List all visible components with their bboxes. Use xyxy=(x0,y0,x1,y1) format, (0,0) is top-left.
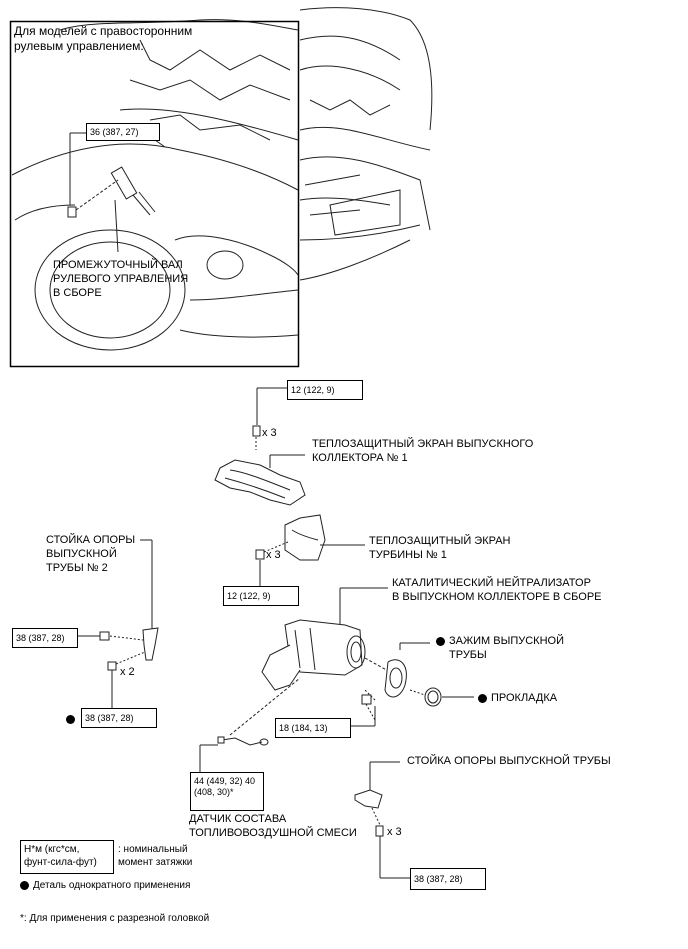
exhaust-bracket-2-label: СТОЙКА ОПОРЫ ВЫПУСКНОЙ ТРУБЫ № 2 xyxy=(46,533,135,575)
gasket-text: ПРОКЛАДКА xyxy=(491,692,558,704)
turbo-heat-shield-line2: ТУРБИНЫ № 1 xyxy=(369,549,447,561)
legend-desc-line2: момент затяжки xyxy=(118,857,193,868)
catalytic-converter-line1: КАТАЛИТИЧЕСКИЙ НЕЙТРАЛИЗАТОР xyxy=(392,577,591,589)
inset-frame xyxy=(9,20,300,368)
exhaust-clamp-line2: ТРУБЫ xyxy=(449,649,487,661)
torque-box-12-top: 12 (122, 9) xyxy=(287,380,363,400)
af-sensor-line1: ДАТЧИК СОСТАВА xyxy=(189,813,287,825)
inset-title-line1: Для моделей с правосторонним xyxy=(14,24,193,38)
qty-x2: x 2 xyxy=(120,666,135,678)
manifold-heat-shield-line1: ТЕПЛОЗАЩИТНЫЙ ЭКРАН ВЫПУСКНОГО xyxy=(312,438,534,450)
steering-shaft-label-line1: ПРОМЕЖУТОЧНЫЙ ВАЛ xyxy=(53,259,183,271)
exhaust-clamp-label: ЗАЖИМ ВЫПУСКНОЙ ТРУБЫ xyxy=(436,634,564,662)
single-use-dot-icon xyxy=(20,880,29,890)
inset-title-line2: рулевым управлением: xyxy=(14,39,144,53)
qty-x3-mid: x 3 xyxy=(266,549,281,561)
turbo-heat-shield-label: ТЕПЛОЗАЩИТНЫЙ ЭКРАН ТУРБИНЫ № 1 xyxy=(369,534,511,562)
legend-unit-line1: Н*м (кгс*см, xyxy=(24,844,80,855)
steering-shaft-label-line3: В СБОРЕ xyxy=(53,287,102,299)
torque-box-18: 18 (184, 13) xyxy=(275,718,351,738)
single-use-marker-left xyxy=(66,711,79,729)
torque-box-38-left: 38 (387, 28) xyxy=(12,628,78,648)
single-use-dot-icon xyxy=(436,636,445,646)
gasket-label: ПРОКЛАДКА xyxy=(478,691,557,705)
af-sensor-label: ДАТЧИК СОСТАВА ТОПЛИВОВОЗДУШНОЙ СМЕСИ xyxy=(189,812,357,840)
torque-box-38-bottom: 38 (387, 28) xyxy=(410,868,486,890)
legend-unit-line2: фунт-сила-фут) xyxy=(24,857,97,868)
legend-unit-desc: : номинальный момент затяжки xyxy=(118,843,192,869)
exhaust-bracket-2-line2: ВЫПУСКНОЙ xyxy=(46,548,117,560)
torque-box-44: 44 (449, 32) 40 (408, 30)* xyxy=(190,772,264,811)
inset-title: Для моделей с правосторонним рулевым упр… xyxy=(14,24,192,54)
legend-unit-box: Н*м (кгс*см, фунт-сила-фут) xyxy=(20,840,114,874)
exhaust-bracket-2-line3: ТРУБЫ № 2 xyxy=(46,562,108,574)
legend-single-use: Деталь однократного применения xyxy=(20,879,190,893)
qty-x3-bottom: x 3 xyxy=(387,826,402,838)
single-use-dot-icon xyxy=(478,693,487,703)
torque-44-line1: 44 (449, 32) 40 xyxy=(194,776,256,786)
qty-x3-top: x 3 xyxy=(262,427,277,439)
af-sensor-line2: ТОПЛИВОВОЗДУШНОЙ СМЕСИ xyxy=(189,827,357,839)
single-use-dot-icon xyxy=(66,715,75,725)
exhaust-bracket-2-line1: СТОЙКА ОПОРЫ xyxy=(46,534,136,546)
catalytic-converter-line2: В ВЫПУСКНОМ КОЛЛЕКТОРЕ В СБОРЕ xyxy=(392,591,602,603)
legend-single-use-text: Деталь однократного применения xyxy=(33,880,191,891)
steering-shaft-label: ПРОМЕЖУТОЧНЫЙ ВАЛ РУЛЕВОГО УПРАВЛЕНИЯ В … xyxy=(53,258,188,300)
steering-shaft-label-line2: РУЛЕВОГО УПРАВЛЕНИЯ xyxy=(53,273,189,285)
legend-desc-line1: : номинальный xyxy=(118,844,188,855)
torque-box-steering: 36 (387, 27) xyxy=(86,123,160,141)
turbo-heat-shield-line1: ТЕПЛОЗАЩИТНЫЙ ЭКРАН xyxy=(369,535,511,547)
footnote: *: Для применения с разрезной головкой xyxy=(20,913,210,924)
torque-44-line2: (408, 30)* xyxy=(194,787,234,797)
exhaust-clamp-line1: ЗАЖИМ ВЫПУСКНОЙ xyxy=(449,635,564,647)
torque-box-12-mid: 12 (122, 9) xyxy=(223,586,299,606)
exhaust-bracket-label: СТОЙКА ОПОРЫ ВЫПУСКНОЙ ТРУБЫ xyxy=(407,755,611,767)
torque-box-38-left-bottom: 38 (387, 28) xyxy=(81,708,157,728)
manifold-heat-shield-line2: КОЛЛЕКТОРА № 1 xyxy=(312,452,408,464)
manifold-heat-shield-label: ТЕПЛОЗАЩИТНЫЙ ЭКРАН ВЫПУСКНОГО КОЛЛЕКТОР… xyxy=(312,437,533,465)
catalytic-converter-label: КАТАЛИТИЧЕСКИЙ НЕЙТРАЛИЗАТОР В ВЫПУСКНОМ… xyxy=(392,576,602,604)
